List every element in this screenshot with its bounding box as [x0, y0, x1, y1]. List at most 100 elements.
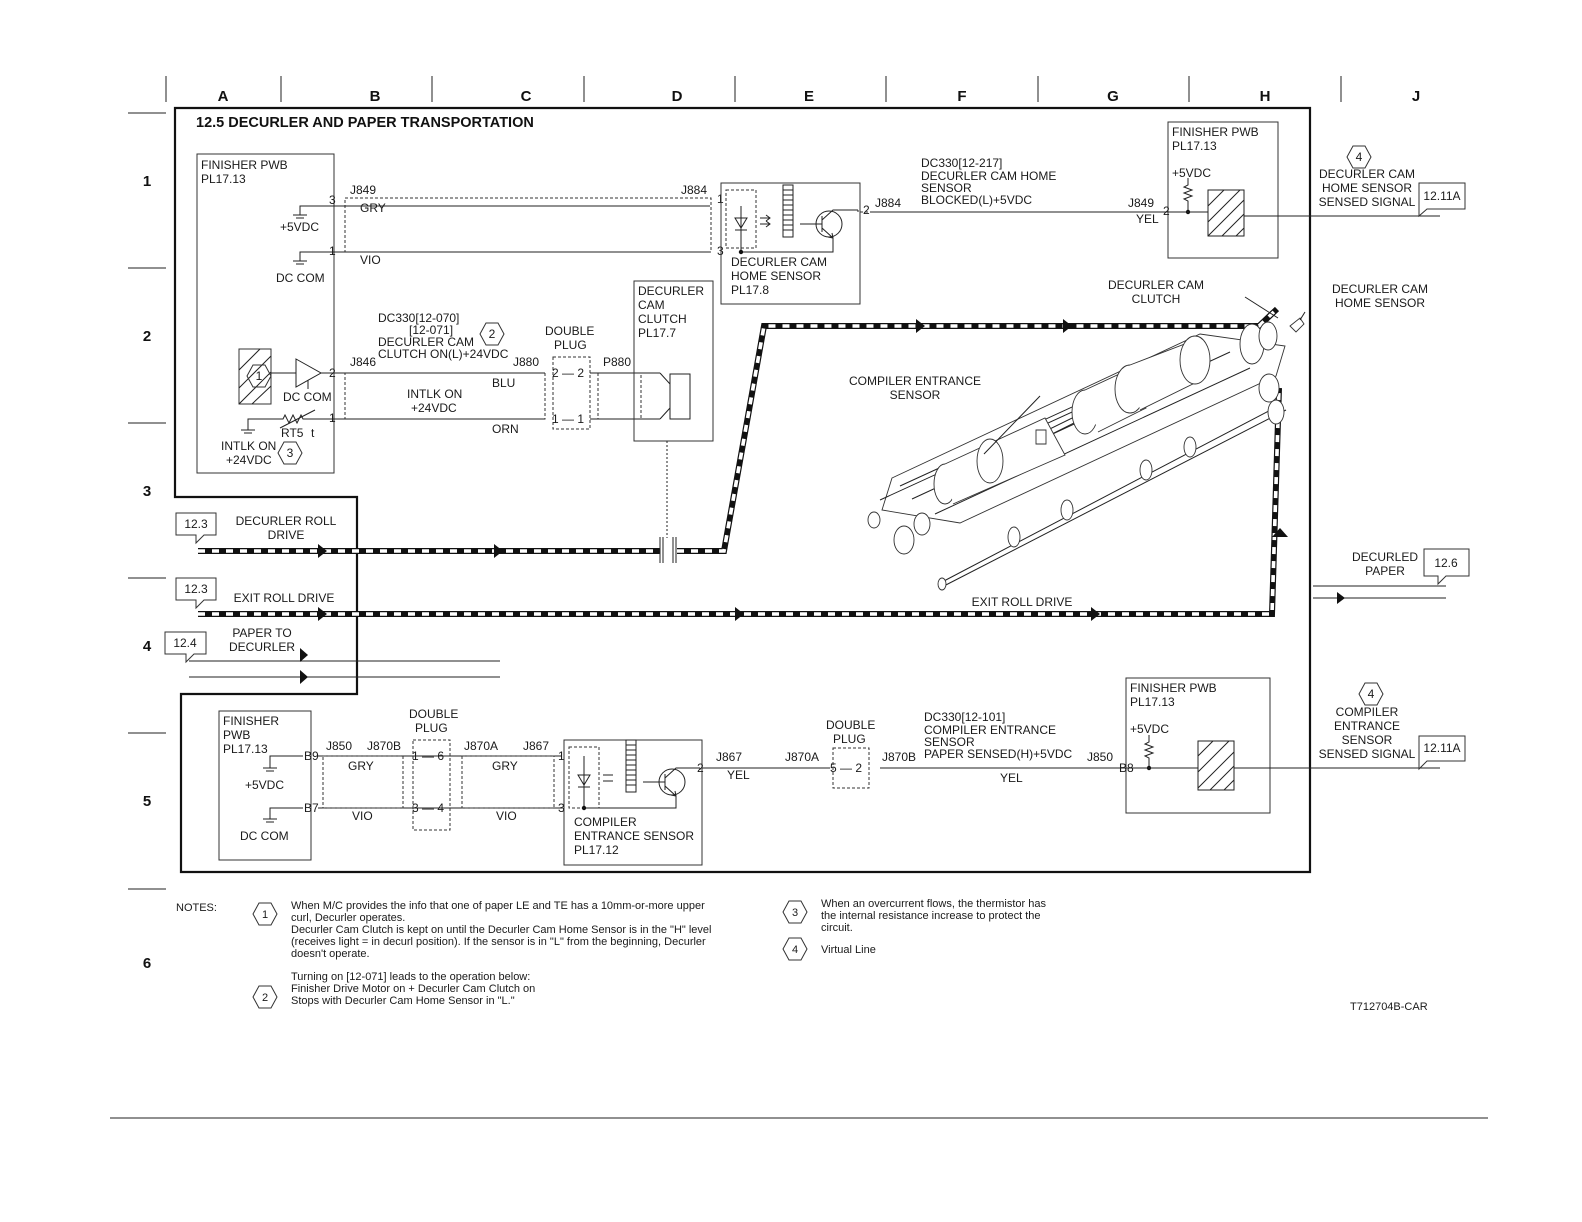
svg-text:NOTES:: NOTES: — [176, 902, 217, 914]
svg-text:PWB: PWB — [223, 728, 250, 742]
svg-text:J846: J846 — [350, 355, 376, 369]
svg-text:+24VDC: +24VDC — [411, 401, 457, 415]
svg-text:P880: P880 — [603, 355, 631, 369]
svg-text:FINISHER: FINISHER — [223, 714, 279, 728]
svg-text:DOUBLE: DOUBLE — [826, 718, 875, 732]
svg-text:3: 3 — [558, 801, 565, 815]
dc330-12-070-label: DC330[12-070] [12-071] DECURLER CAM CLUT… — [378, 311, 509, 361]
harness-j849-j884: J849 J884 GRY VIO 1 3 — [334, 183, 724, 267]
finisher-pwb-top: FINISHER PWB PL17.13 +5VDC DC COM 3 1 — [196, 153, 336, 474]
svg-text:2: 2 — [329, 366, 336, 380]
row-label: 6 — [143, 955, 151, 972]
svg-text:DECURLER CAM: DECURLER CAM — [1319, 167, 1415, 181]
column-grid: A B C D E F G H J — [165, 76, 1420, 105]
svg-text:J867: J867 — [523, 739, 549, 753]
svg-text:3: 3 — [287, 446, 294, 460]
svg-text:FINISHER PWB: FINISHER PWB — [1172, 125, 1259, 139]
svg-text:(receives light = in decurl po: (receives light = in decurl position). I… — [291, 936, 706, 948]
svg-text:J870B: J870B — [367, 739, 401, 753]
svg-text:1 — 1: 1 — 1 — [552, 412, 584, 426]
svg-text:B7: B7 — [304, 801, 319, 815]
svg-text:FINISHER PWB: FINISHER PWB — [1130, 681, 1217, 695]
harness-j850-j867: J850 J870B GRY VIO DOUBLE PLUG 1 — 6 3 —… — [318, 707, 565, 831]
svg-text:DECURLER CAM: DECURLER CAM — [731, 255, 827, 269]
svg-text:CLUTCH: CLUTCH — [1132, 292, 1181, 306]
harness-j846-j880: J846 J880 INTLK ON +24VDC BLU ORN — [334, 355, 546, 436]
svg-text:4: 4 — [1356, 150, 1363, 164]
row-label: 1 — [143, 173, 151, 190]
svg-text:2: 2 — [1163, 204, 1170, 218]
svg-text:DECURLER CAM: DECURLER CAM — [378, 335, 474, 349]
svg-text:ORN: ORN — [492, 422, 519, 436]
svg-text:FINISHER PWB: FINISHER PWB — [201, 158, 288, 172]
svg-text:DC COM: DC COM — [283, 390, 332, 404]
svg-text:PL17.13: PL17.13 — [223, 742, 268, 756]
svg-text:COMPILER ENTRANCE: COMPILER ENTRANCE — [924, 723, 1056, 737]
svg-text:J870A: J870A — [785, 750, 819, 764]
svg-text:t: t — [311, 426, 315, 440]
svg-text:J849: J849 — [350, 183, 376, 197]
svg-text:1: 1 — [256, 369, 263, 383]
home-sensor-signal-ref: 4 DECURLER CAM HOME SENSOR SENSED SIGNAL… — [1319, 145, 1466, 218]
svg-text:J884: J884 — [681, 183, 707, 197]
figure-id: T712704B-CAR — [1350, 1001, 1428, 1013]
svg-text:DC COM: DC COM — [240, 829, 289, 843]
svg-text:3 — 4: 3 — 4 — [412, 801, 444, 815]
svg-text:12.3: 12.3 — [184, 517, 208, 531]
svg-text:VIO: VIO — [496, 809, 517, 823]
svg-text:J867: J867 — [716, 750, 742, 764]
decurler-cam-clutch-box: DECURLER CAM CLUTCH PL17.7 — [633, 280, 714, 538]
svg-text:INTLK ON: INTLK ON — [407, 387, 462, 401]
svg-text:GRY: GRY — [348, 759, 374, 773]
svg-text:INTLK ON: INTLK ON — [221, 439, 276, 453]
svg-text:3: 3 — [329, 193, 336, 207]
svg-text:GRY: GRY — [360, 201, 386, 215]
svg-text:COMPILER: COMPILER — [574, 815, 637, 829]
compiler-sensor-signal-ref: 4 COMPILER ENTRANCE SENSOR SENSED SIGNAL… — [1319, 682, 1466, 771]
svg-text:PL17.13: PL17.13 — [1130, 695, 1175, 709]
svg-text:VIO: VIO — [360, 253, 381, 267]
svg-text:2: 2 — [863, 203, 870, 217]
row-label: 2 — [143, 328, 151, 345]
svg-text:DECURLER CAM: DECURLER CAM — [1108, 278, 1204, 292]
svg-text:VIO: VIO — [352, 809, 373, 823]
svg-text:DC COM: DC COM — [276, 271, 325, 285]
svg-text:Decurler Cam Clutch is kept on: Decurler Cam Clutch is kept on until the… — [291, 924, 711, 936]
svg-text:circuit.: circuit. — [821, 922, 853, 934]
svg-text:YEL: YEL — [1000, 771, 1023, 785]
notes: NOTES: 1 When M/C provides the info that… — [176, 898, 1046, 1009]
svg-text:+5VDC: +5VDC — [1130, 722, 1169, 736]
svg-text:DECURLER CAM HOME: DECURLER CAM HOME — [921, 169, 1056, 183]
svg-text:YEL: YEL — [727, 768, 750, 782]
svg-text:DOUBLE: DOUBLE — [409, 707, 458, 721]
svg-text:EXIT ROLL DRIVE: EXIT ROLL DRIVE — [234, 591, 335, 605]
svg-text:J849: J849 — [1128, 196, 1154, 210]
finisher-pwb-bottom-right: FINISHER PWB PL17.13 +5VDC B8 — [1119, 677, 1440, 814]
svg-text:12.11A: 12.11A — [1423, 741, 1460, 755]
svg-text:curl, Decurler operates.: curl, Decurler operates. — [291, 912, 405, 924]
svg-text:4: 4 — [1368, 687, 1375, 701]
svg-text:2: 2 — [697, 761, 704, 775]
svg-text:Turning on [12-071] leads to t: Turning on [12-071] leads to the operati… — [291, 971, 530, 983]
svg-text:Virtual Line: Virtual Line — [821, 944, 876, 956]
svg-text:BLU: BLU — [492, 376, 515, 390]
svg-text:J884: J884 — [875, 196, 901, 210]
svg-text:Stops with Decurler Cam Home S: Stops with Decurler Cam Home Sensor in "… — [291, 995, 515, 1007]
svg-text:EXIT ROLL DRIVE: EXIT ROLL DRIVE — [972, 595, 1073, 609]
decurler-mechanism-illustration — [867, 296, 1306, 591]
column-label: C — [521, 88, 532, 105]
svg-text:5 — 2: 5 — 2 — [830, 761, 862, 775]
svg-text:J850: J850 — [1087, 750, 1113, 764]
svg-text:PL17.13: PL17.13 — [1172, 139, 1217, 153]
svg-text:1: 1 — [558, 749, 565, 763]
svg-text:YEL: YEL — [1136, 212, 1159, 226]
clutch-driver-circuit: 1 DC COM 2 1 RT5 t INTLK ON +24VDC 3 — [221, 348, 336, 467]
svg-text:ENTRANCE SENSOR: ENTRANCE SENSOR — [574, 829, 694, 843]
finisher-pwb-bottom: FINISHER PWB PL17.13 +5VDC DC COM B9 B7 — [218, 710, 319, 861]
svg-text:PAPER TO: PAPER TO — [232, 626, 291, 640]
diagram-title: 12.5 DECURLER AND PAPER TRANSPORTATION — [196, 115, 534, 131]
svg-text:SENSOR: SENSOR — [921, 181, 972, 195]
decurler-cam-home-sensor: 2 DECURLER CAM HOME SENSOR PL17.8 J884 — [720, 182, 901, 305]
svg-text:COMPILER: COMPILER — [1336, 705, 1399, 719]
main-frame — [173, 106, 1312, 874]
